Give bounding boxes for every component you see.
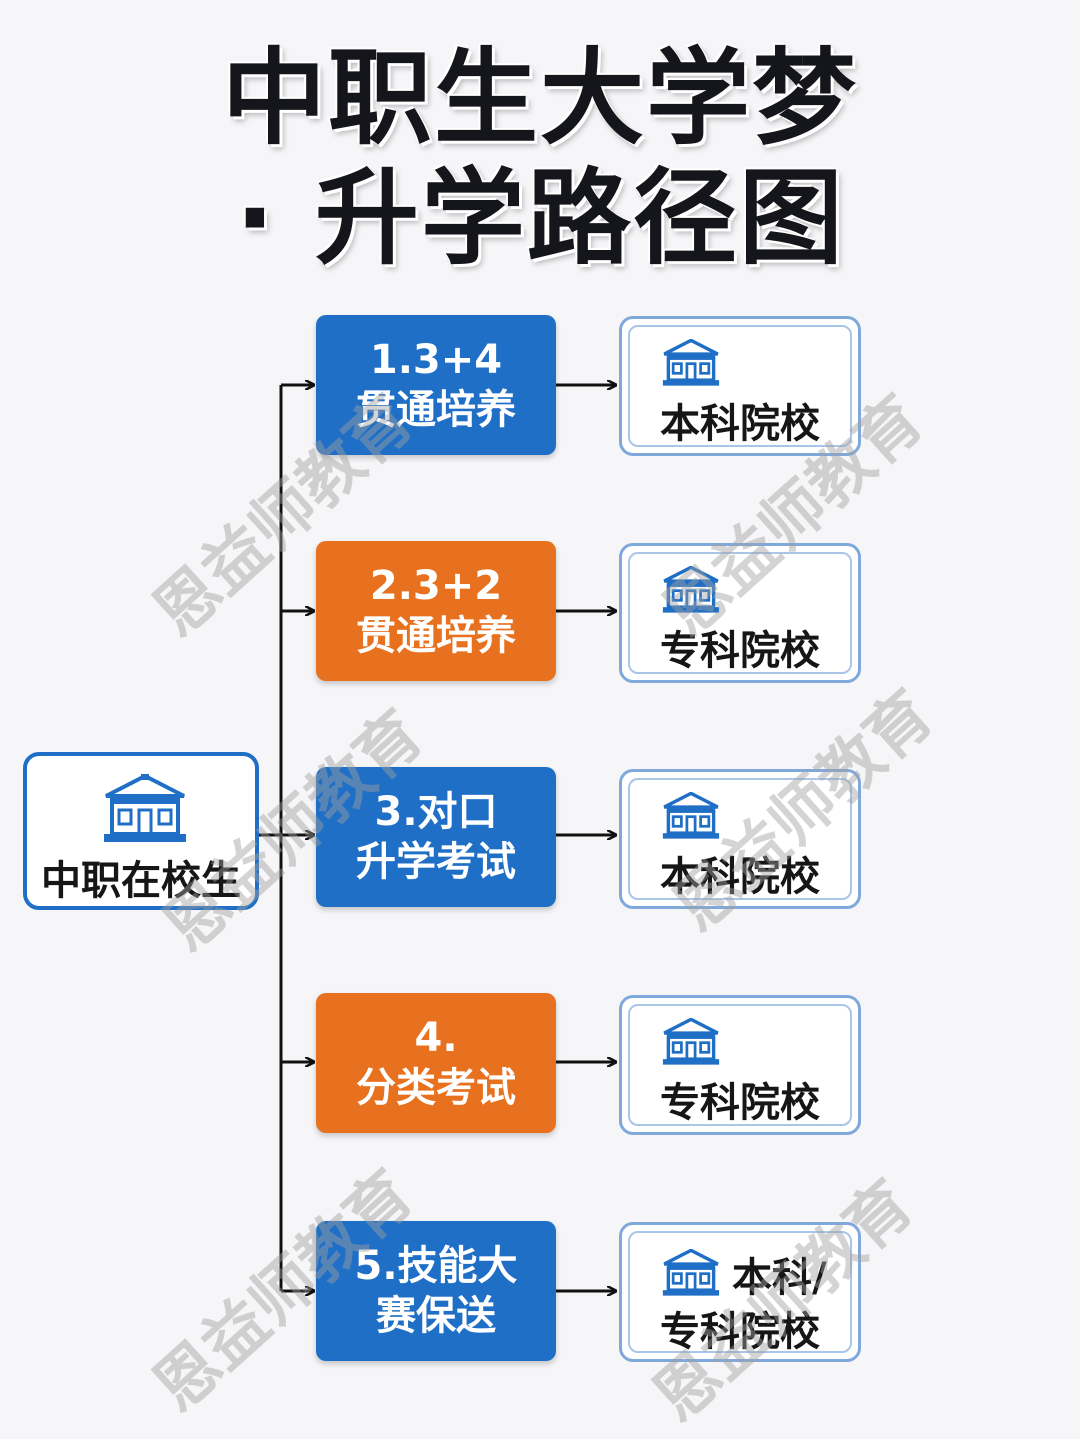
school-building-icon xyxy=(662,1249,720,1296)
destination-5-box: 本科/ 专科院校 xyxy=(619,1222,861,1362)
route-1-label: 贯通培养 xyxy=(356,387,516,433)
school-building-icon xyxy=(662,1018,720,1065)
destination-4-box: 专科院校 xyxy=(619,995,861,1135)
destination-3-label: 本科院校 xyxy=(660,854,820,900)
route-2-box: 2.3+2 贯通培养 xyxy=(316,541,556,681)
route-3-label: 升学考试 xyxy=(356,839,516,885)
route-3-number: 3.对口 xyxy=(374,789,498,835)
route-4-number: 4. xyxy=(414,1015,458,1061)
school-building-icon xyxy=(662,566,720,613)
destination-4-label: 专科院校 xyxy=(660,1080,820,1126)
destination-1-box: 本科院校 xyxy=(619,316,861,456)
route-4-box: 4. 分类考试 xyxy=(316,993,556,1133)
page-title-line2: · 升学路径图 xyxy=(235,157,845,279)
route-1-box: 1.3+4 贯通培养 xyxy=(316,315,556,455)
destination-5-label-line2: 专科院校 xyxy=(660,1309,820,1355)
destination-1-label: 本科院校 xyxy=(660,401,820,447)
school-building-icon xyxy=(662,792,720,839)
start-node: 中职在校生 xyxy=(23,752,259,910)
destination-2-label: 专科院校 xyxy=(660,628,820,674)
route-5-label: 赛保送 xyxy=(376,1293,496,1339)
destination-3-box: 本科院校 xyxy=(619,769,861,909)
school-building-icon xyxy=(104,774,186,842)
route-1-number: 1.3+4 xyxy=(369,337,503,383)
school-building-icon xyxy=(662,339,720,386)
destination-5-label-line1: 本科/ xyxy=(732,1255,827,1301)
page-title-line1: 中职生大学梦 xyxy=(221,37,858,159)
start-node-label: 中职在校生 xyxy=(41,858,241,904)
route-4-label: 分类考试 xyxy=(356,1065,516,1111)
route-5-number: 5.技能大 xyxy=(354,1243,518,1289)
destination-2-box: 专科院校 xyxy=(619,543,861,683)
route-2-number: 2.3+2 xyxy=(369,563,503,609)
route-2-label: 贯通培养 xyxy=(356,613,516,659)
route-3-box: 3.对口 升学考试 xyxy=(316,767,556,907)
route-5-box: 5.技能大 赛保送 xyxy=(316,1221,556,1361)
